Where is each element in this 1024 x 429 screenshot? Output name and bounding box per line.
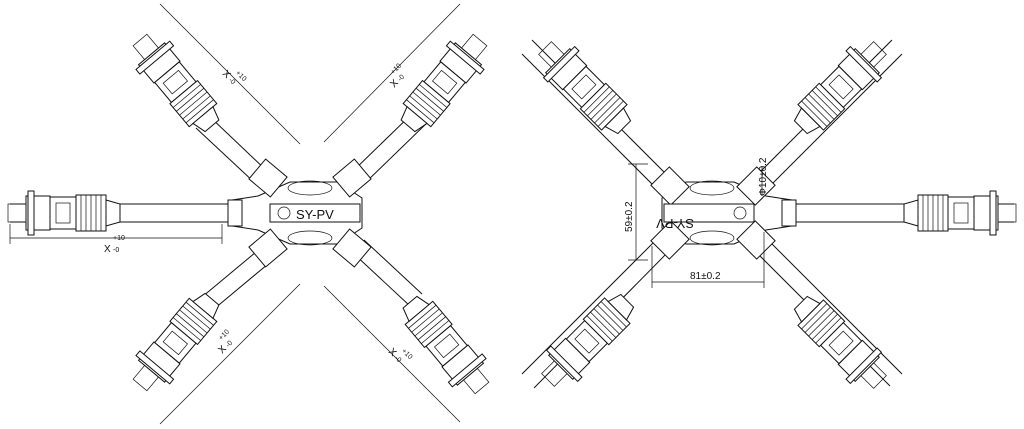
left-connector-south-east [392, 287, 500, 403]
left-dim-sw-sub: -0 [225, 340, 234, 349]
right-connector-east [903, 190, 1017, 236]
right-dim-width: 81±0.2 [690, 271, 721, 282]
right-connector-south-west [531, 284, 644, 397]
left-dim-se-sub: -0 [393, 355, 402, 364]
right-brand-text: SY-PV [656, 216, 694, 231]
left-dim-ne-sub: -0 [397, 74, 406, 83]
left-y-body: SY-PV [227, 158, 372, 268]
left-dim-west-base: X [104, 244, 111, 255]
left-dim-nw-sub: -0 [227, 77, 236, 86]
right-view: SY-PV 59±0.2 81±0.2 Φ10±0.2 [521, 31, 1017, 399]
left-connector-north-west [122, 25, 230, 141]
right-dimensions: 59±0.2 81±0.2 Φ10±0.2 [624, 157, 769, 288]
left-cable-upper-left [207, 114, 269, 173]
right-y-body: SY-PV [650, 166, 797, 260]
left-connector-north-east [390, 25, 498, 141]
left-cable-lower-right [351, 251, 411, 307]
left-dim-west-sup: +10 [113, 235, 125, 242]
right-connector-north-east [784, 31, 897, 144]
right-cable-lower-left [521, 235, 661, 375]
left-brand-text: SY-PV [296, 207, 334, 222]
left-dim-west-sub: -0 [113, 247, 119, 254]
left-connector-south-west [122, 284, 230, 400]
right-connector-south-east [784, 286, 897, 399]
right-connector-north-west [528, 31, 641, 144]
right-dim-height: 59±0.2 [624, 201, 635, 232]
left-view: SY-PV X +10 -0 X +10 -0 X +10 -0 [7, 3, 500, 425]
right-dim-hole: Φ10±0.2 [758, 157, 769, 196]
left-connector-west [7, 190, 121, 236]
